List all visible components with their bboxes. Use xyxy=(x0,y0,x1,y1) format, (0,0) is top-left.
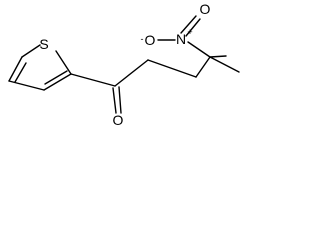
bond-carbonyl-ch2 xyxy=(114,59,149,87)
nitro-nitrogen-charge: + xyxy=(187,27,192,37)
molecule-structure-diagram: S O N O O + - xyxy=(8,1,240,128)
bond-carbonyl-oxygen xyxy=(112,87,117,114)
bond-quaternary-methyl-b xyxy=(209,55,227,58)
bond-c4-c5-inner xyxy=(44,70,68,85)
nitro-oxygen-single-label: O xyxy=(145,32,156,48)
bond-s-c5 xyxy=(55,50,72,75)
bond-c2-c3-inner xyxy=(14,62,27,83)
bond-c2-c3 xyxy=(8,56,23,82)
carbonyl-oxygen-label: O xyxy=(113,112,124,128)
bond-carbonyl-oxygen-2 xyxy=(118,86,122,114)
nitro-group xyxy=(157,15,211,58)
bond-c-n xyxy=(187,41,211,58)
bond-c4-c5 xyxy=(43,73,72,91)
bond-ring-carbonyl xyxy=(70,73,116,87)
bond-ch2-quaternary xyxy=(195,56,211,78)
nitro-oxygen-double-label: O xyxy=(200,1,211,17)
nitro-nitrogen-label: N xyxy=(176,31,186,47)
bond-quaternary-methyl-a xyxy=(209,56,240,73)
bond-c3-c4 xyxy=(8,80,45,91)
bond-ch2-ch2 xyxy=(147,59,197,78)
carbon-chain xyxy=(70,55,240,114)
bond-n-o-double-2 xyxy=(185,18,201,37)
bond-n-o-double xyxy=(180,15,197,34)
bond-c2-s xyxy=(21,44,41,58)
thiophene-ring xyxy=(8,44,72,91)
sulfur-atom-label: S xyxy=(39,36,48,52)
nitro-oxygen-charge: - xyxy=(141,34,144,44)
